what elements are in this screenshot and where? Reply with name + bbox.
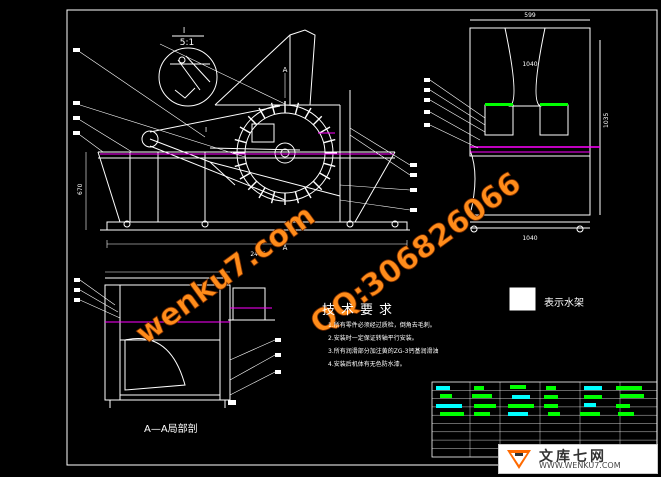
dim-side-b: 1040: [522, 235, 537, 242]
requirement-3: 3.所有润滑部分加注黄的ZG-3钙基润滑油: [328, 348, 439, 355]
title-block-entry: [508, 404, 534, 408]
wheel-tooth: [239, 172, 251, 180]
dim-main-width: 2486: [250, 251, 265, 258]
requirement-2: 2.安装时一定保证转轴平行安装。: [328, 335, 418, 342]
wheel-tooth: [247, 180, 258, 191]
wheel-tooth: [319, 126, 331, 134]
wheel-tooth: [304, 107, 312, 119]
title-block-entry: [440, 394, 452, 398]
wheel-tooth: [323, 138, 336, 144]
wheel-tooth: [258, 187, 266, 199]
title-block-entry: [546, 386, 556, 390]
title-block-entry: [436, 386, 450, 390]
side-leader-lines: [429, 79, 486, 149]
title-block-entry: [544, 404, 558, 408]
title-block-entry: [616, 404, 630, 408]
wheel-tooth: [258, 107, 266, 119]
detail-label: I: [183, 26, 185, 35]
section-caption: A—A局部剖: [144, 424, 198, 435]
detail-i-view: [158, 35, 218, 107]
legend-label: 表示水架: [544, 298, 584, 309]
title-block-entry: [440, 412, 464, 416]
wheel-tooth: [270, 102, 276, 115]
wheel-tooth: [247, 115, 258, 126]
title-block-entry: [512, 395, 530, 399]
title-block-entry: [616, 386, 642, 390]
requirement-1: 1.所有零件必须经过质检，倒角去毛刺。: [328, 322, 436, 329]
dim-top-width: 599: [524, 12, 536, 19]
title-block-entry: [620, 394, 644, 398]
front-elevation-view: [97, 29, 410, 231]
wheel-tooth: [294, 102, 300, 115]
site-url: WWW.WENKU7.COM: [539, 461, 621, 470]
wheel-tooth: [234, 138, 247, 144]
wheel-teeth: [233, 101, 337, 205]
site-brand: 文库七网: [539, 449, 607, 465]
section-leader-lines: [79, 279, 276, 396]
requirement-4: 4.安装后机体有无色防水漆。: [328, 361, 406, 368]
section-leader-tags: [74, 278, 281, 374]
wheel-tooth: [323, 162, 336, 168]
title-block: [431, 381, 658, 458]
wheel-tooth: [239, 126, 251, 134]
title-block-entry: [474, 412, 490, 416]
title-block-entry: [474, 386, 484, 390]
drawing-frame: [66, 9, 658, 466]
leader-tags: [73, 48, 417, 212]
dim-main-height: 670: [77, 183, 84, 195]
title-block-entry: [544, 395, 558, 399]
title-block-entry: [436, 404, 462, 408]
site-logo-banner[interactable]: 文库七网 WWW.WENKU7.COM: [498, 444, 658, 474]
title-block-entry: [474, 404, 496, 408]
detail-scale: 5:1: [180, 38, 194, 48]
title-block-entry: [472, 394, 492, 398]
site-logo-icon: [507, 450, 531, 469]
title-block-entry: [510, 385, 526, 389]
title-block-entry: [580, 412, 600, 416]
accent-lines: [100, 132, 394, 155]
side-view-accents: [470, 103, 600, 153]
main-dimensions: [85, 73, 408, 248]
detail-mark-main: I: [205, 126, 207, 134]
title-block-entry: [584, 395, 602, 399]
wheel-tooth: [234, 162, 247, 168]
side-leader-tags: [424, 78, 430, 127]
section-accents: [105, 307, 272, 323]
dim-side-a: 1040: [522, 61, 537, 68]
dim-side-height: 1035: [603, 113, 610, 128]
title-block-entry: [508, 412, 528, 416]
wheel-tooth: [312, 180, 323, 191]
section-mark-top: A: [283, 66, 288, 74]
title-block-entry: [618, 412, 634, 416]
wheel-tooth: [312, 115, 323, 126]
side-elevation-view: [469, 19, 601, 233]
wheel-tooth: [319, 172, 331, 180]
wheel-tooth: [304, 187, 312, 199]
title-block-entry: [584, 403, 596, 407]
legend-swatch: [509, 287, 536, 311]
wheel-tooth: [270, 191, 276, 204]
title-block-entry: [548, 412, 560, 416]
section-base-block: [228, 400, 236, 405]
section-a-a-view: [104, 277, 275, 408]
leader-lines: [79, 43, 411, 211]
section-mark-bottom: A: [283, 244, 288, 252]
title-block-entry: [584, 386, 602, 390]
wheel-tooth: [294, 191, 300, 204]
requirements-title: 技术要求: [322, 303, 399, 318]
